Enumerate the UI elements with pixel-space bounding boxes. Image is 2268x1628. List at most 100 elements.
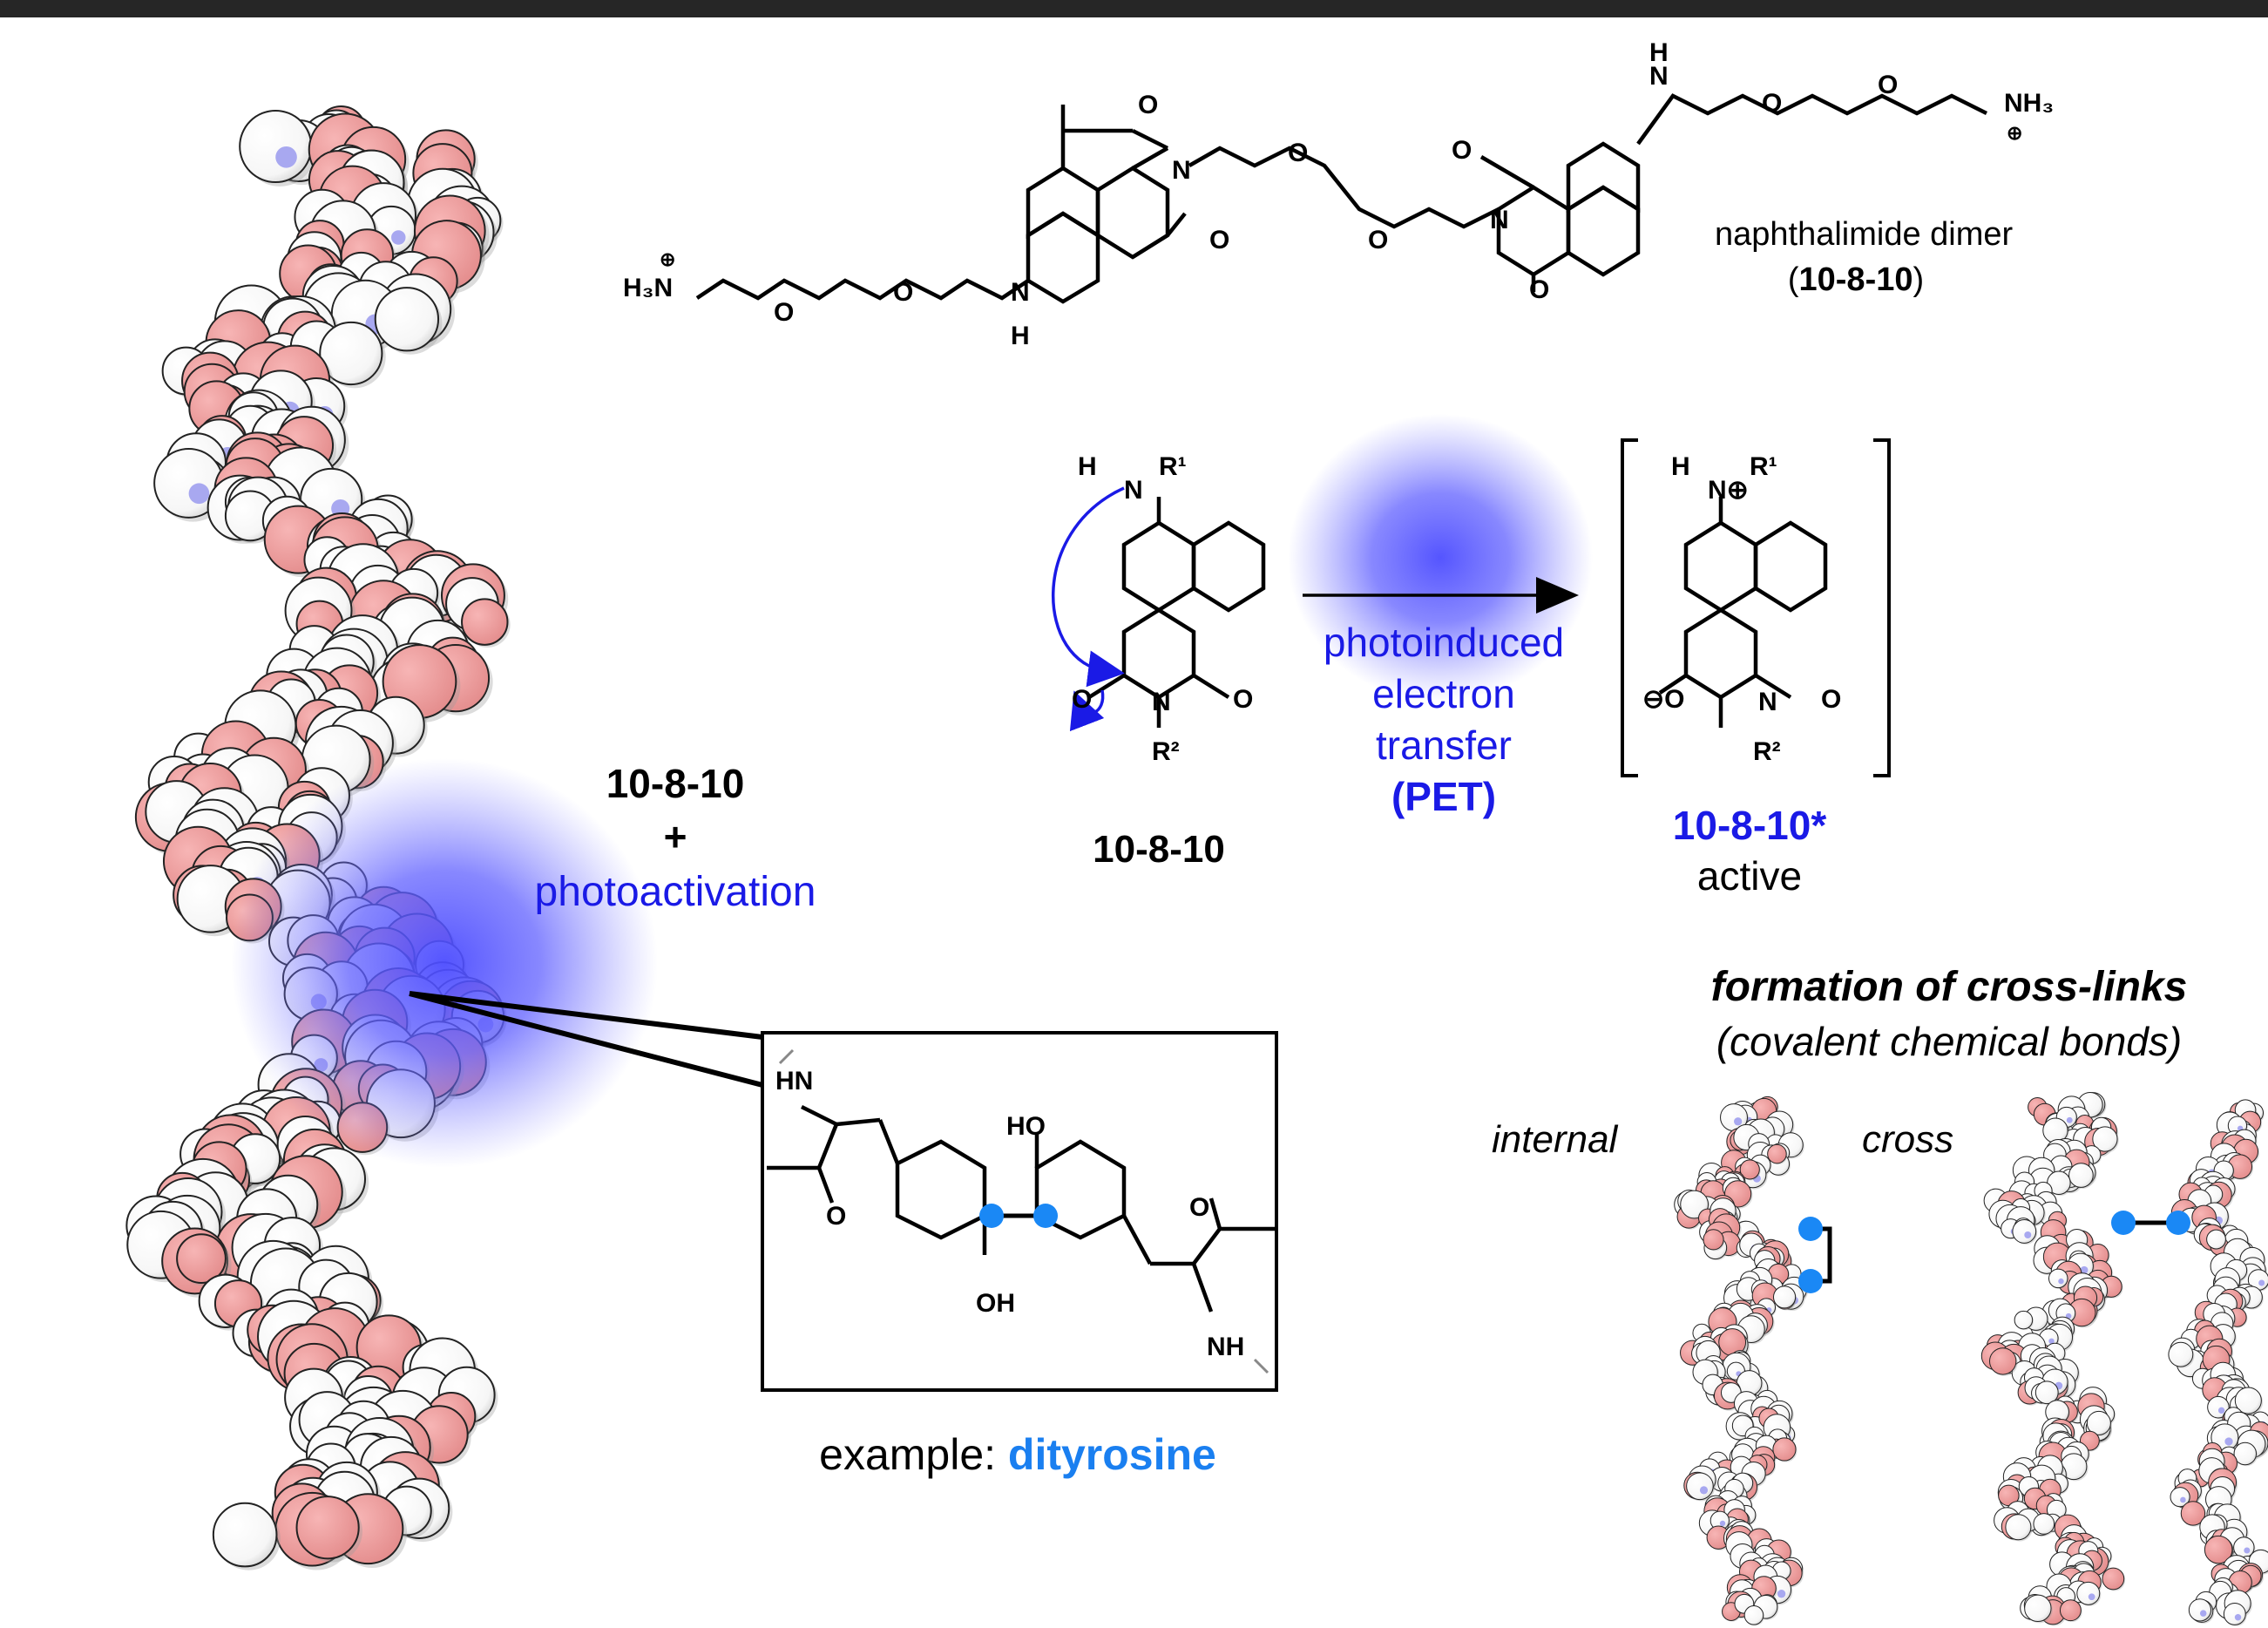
atom-sphere xyxy=(2206,1229,2226,1250)
nitrogen-atom-highlight xyxy=(2080,1265,2089,1274)
dityrosine-box xyxy=(761,1031,1278,1392)
nitrogen-atom-highlight xyxy=(1699,1486,1709,1495)
atom-o: O xyxy=(893,278,913,307)
electron-push-arrow xyxy=(1051,486,1125,688)
atom-sphere xyxy=(2223,1603,2246,1625)
atom-n: N xyxy=(1152,688,1171,716)
protein-helix-left xyxy=(125,105,511,1570)
oxygen-atom-sphere xyxy=(2059,1599,2082,1622)
atom-sphere xyxy=(239,109,313,184)
atom-h: H xyxy=(1649,38,1669,67)
nitrogen-atom-highlight xyxy=(1719,1520,1726,1527)
top-bar xyxy=(0,0,2268,17)
atom-n: N xyxy=(1758,688,1777,716)
charge-plus: ⊕ xyxy=(660,248,675,270)
dimer-atom-labels: O N O O O O N O N H O O NH₃ ⊕ H₃N ⊕ O O … xyxy=(623,38,2054,350)
atom-o: O xyxy=(1189,1193,1209,1222)
atom-o: O xyxy=(774,298,794,327)
activation-plus: + xyxy=(663,814,687,859)
oxygen-atom-sphere xyxy=(2102,1567,2125,1591)
electron-push-arrow-small xyxy=(1069,689,1105,732)
charge-plus: ⊕ xyxy=(2007,122,2022,144)
atom-o: O xyxy=(1368,226,1388,254)
atom-o: O xyxy=(1288,139,1308,167)
product-brackets xyxy=(1621,438,1891,777)
oxygen-atom-sphere xyxy=(1703,1229,1724,1251)
nitrogen-atom-highlight xyxy=(275,146,297,168)
atom-o: O xyxy=(1138,91,1158,119)
photoactivation-glow xyxy=(231,758,658,1168)
pet-label-line-3: transfer xyxy=(1376,722,1512,768)
nitrogen-atom-highlight xyxy=(2258,1279,2265,1286)
atom-hn: HN xyxy=(775,1067,813,1096)
atom-sphere xyxy=(374,287,440,352)
atom-nh: NH xyxy=(1207,1333,1244,1361)
atom-n: N xyxy=(1172,156,1191,185)
nitrogen-atom-highlight xyxy=(2224,1437,2233,1446)
atom-o: O xyxy=(1452,136,1472,165)
atom-ho: HO xyxy=(1006,1112,1046,1141)
zoom-lines xyxy=(409,991,763,1088)
oxygen-atom-sphere xyxy=(1989,1347,2017,1375)
dimer-code-value: 10-8-10 xyxy=(1798,261,1913,298)
dityrosine-caption: example: dityrosine xyxy=(819,1429,1216,1480)
atom-nh3: NH₃ xyxy=(2004,89,2054,118)
atom-sphere xyxy=(212,1502,278,1568)
crosslink-dot xyxy=(979,1204,1004,1228)
atom-sphere xyxy=(2188,1598,2212,1622)
atom-sphere xyxy=(1743,1605,1764,1625)
protein-helix-cross-b xyxy=(2168,1099,2268,1626)
oxygen-atom-sphere xyxy=(461,598,509,646)
protein-helix-cross-a xyxy=(1980,1091,2126,1626)
atom-sphere xyxy=(2092,1126,2118,1152)
reactant-atom-labels: H N R¹ O N O R² xyxy=(1072,452,1253,766)
atom-o: O xyxy=(1209,226,1229,254)
crosslink-dot xyxy=(1033,1204,1058,1228)
atom-sphere xyxy=(2034,1380,2059,1405)
atom-r1: R¹ xyxy=(1159,452,1187,481)
nitrogen-atom-highlight xyxy=(2234,1613,2242,1621)
oxygen-atom-sphere xyxy=(1772,1437,1797,1462)
atom-o: O xyxy=(1762,89,1782,118)
atom-sphere xyxy=(1686,1472,1714,1501)
dityrosine-atom-labels: HN O HO OH O NH xyxy=(775,1067,1244,1361)
atom-sphere xyxy=(2068,1163,2094,1188)
atom-r2: R² xyxy=(1152,737,1180,766)
atom-h: H xyxy=(1011,322,1030,350)
atom-o: O xyxy=(1878,71,1898,99)
nitrogen-atom-highlight xyxy=(2058,1278,2064,1285)
atom-o: O xyxy=(826,1202,846,1231)
atom-n-plus: N⊕ xyxy=(1708,476,1749,505)
protein-helix-internal xyxy=(1674,1096,1809,1626)
activation-code: 10-8-10 xyxy=(606,761,745,806)
atom-oh: OH xyxy=(976,1289,1015,1318)
atom-o: O xyxy=(1233,685,1253,714)
caption-dityrosine: dityrosine xyxy=(1007,1430,1216,1479)
product-structure xyxy=(1658,497,1828,728)
internal-label: internal xyxy=(1492,1118,1618,1161)
atom-sphere xyxy=(2005,1514,2032,1541)
nitrogen-atom-highlight xyxy=(1734,1117,1743,1126)
atom-h: H xyxy=(1078,452,1097,481)
nitrogen-atom-highlight xyxy=(1777,1590,1786,1598)
caption-prefix: example: xyxy=(819,1430,1008,1479)
atom-h: H xyxy=(1671,452,1690,481)
pet-label-line-1: photoinduced xyxy=(1323,620,1565,665)
atom-sphere xyxy=(2233,1441,2258,1466)
oxygen-atom-sphere xyxy=(2180,1501,2206,1526)
nitrogen-atom-highlight xyxy=(2065,1313,2072,1319)
oxygen-atom-sphere xyxy=(176,1233,227,1284)
atom-sphere xyxy=(2086,1410,2111,1435)
crosslinks-subtitle: (covalent chemical bonds) xyxy=(1716,1019,2183,1064)
atom-n: N xyxy=(1124,476,1143,505)
atom-sphere xyxy=(1772,1285,1797,1309)
atom-n: N xyxy=(1011,278,1030,307)
dimer-code-open: ( xyxy=(1787,261,1799,298)
atom-o: O xyxy=(1821,685,1841,714)
atom-sphere xyxy=(2168,1341,2194,1367)
oxygen-atom-sphere xyxy=(2204,1535,2233,1564)
product-atom-labels: H N⊕ R¹ ⊖O N O R² xyxy=(1642,452,1841,766)
atom-sphere xyxy=(2076,1581,2101,1605)
